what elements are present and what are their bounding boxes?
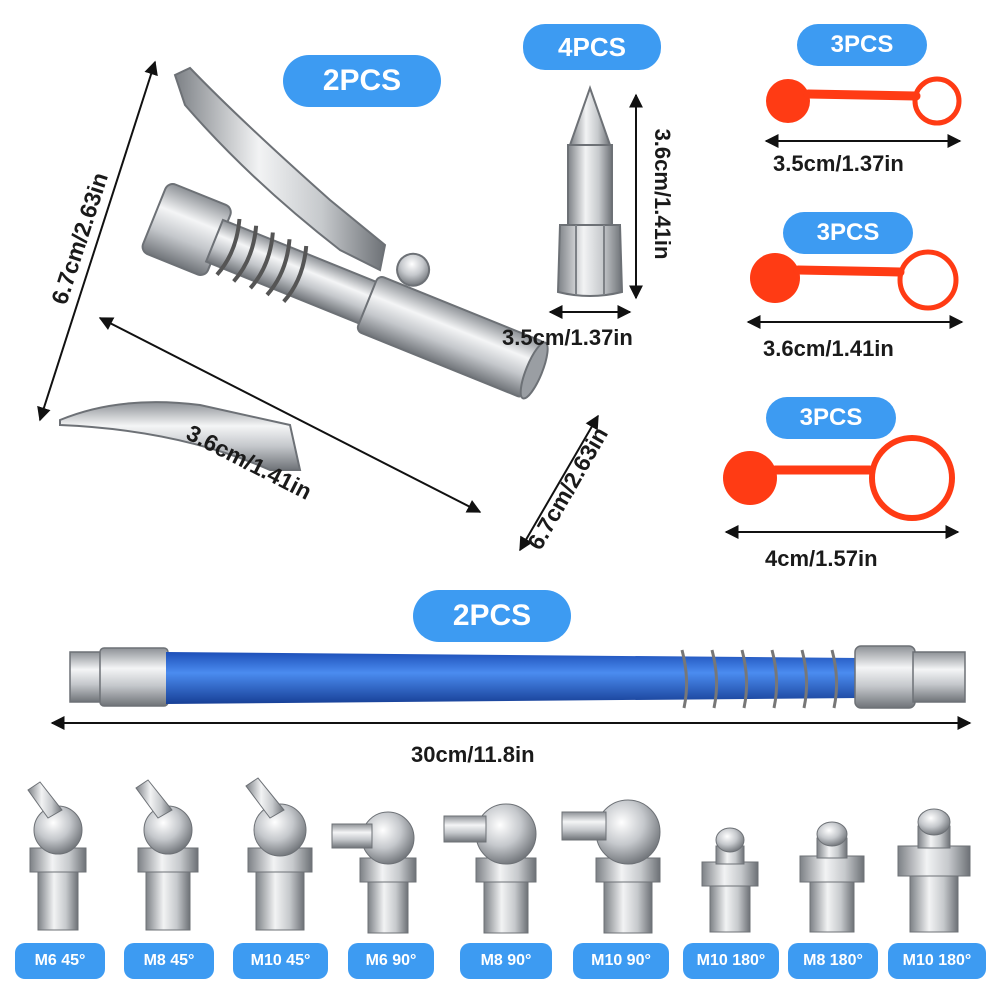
coupler-barrel-arrow <box>519 414 599 552</box>
needle-tip-image <box>556 84 624 297</box>
fitting-m6-90-image <box>331 811 417 934</box>
fitting-tag: M10 45° <box>233 943 328 979</box>
tip-quantity-badge: 4PCS <box>523 24 661 70</box>
cap-medium-label: 3.6cm/1.41in <box>763 336 894 361</box>
fitting-m6-45-image <box>27 781 87 931</box>
fitting-tag: M8 45° <box>124 943 214 979</box>
fitting-tag: M8 180° <box>788 943 878 979</box>
cap-small-image <box>766 76 962 126</box>
fitting-tag: M10 90° <box>573 943 669 979</box>
fitting-tag: M6 90° <box>348 943 434 979</box>
tip-height-label: 3.6cm/1.41in <box>650 128 675 260</box>
coupler-image <box>59 66 549 471</box>
fitting-m10-90-image <box>561 799 661 934</box>
cap-large-quantity-badge: 3PCS <box>766 397 896 439</box>
coupler-height-arrow <box>37 60 158 422</box>
tip-width-label: 3.5cm/1.37in <box>502 325 633 350</box>
cap-small-quantity-badge: 3PCS <box>797 24 927 66</box>
cap-medium-quantity-badge: 3PCS <box>783 212 913 254</box>
fitting-tag: M10 180° <box>888 943 986 979</box>
cap-small-label: 3.5cm/1.37in <box>773 151 904 176</box>
coupler-length-arrow <box>98 317 482 513</box>
coupler-quantity-badge: 2PCS <box>283 55 441 107</box>
fitting-m8-180-image <box>799 821 865 933</box>
cap-large-label: 4cm/1.57in <box>765 546 878 571</box>
fitting-m10-180-image-1 <box>701 827 759 933</box>
fitting-tag: M10 180° <box>683 943 779 979</box>
fitting-tag: M6 45° <box>15 943 105 979</box>
fitting-m10-180-image-2 <box>897 808 971 933</box>
fitting-m10-45-image <box>245 777 313 931</box>
fitting-tag: M8 90° <box>460 943 552 979</box>
fitting-m8-90-image <box>443 803 537 934</box>
hose-quantity-badge: 2PCS <box>413 590 571 642</box>
cap-medium-image <box>750 249 959 311</box>
fitting-m8-45-image <box>135 779 199 931</box>
hose-image <box>69 645 966 709</box>
hose-length-label: 30cm/11.8in <box>411 742 535 767</box>
cap-large-image <box>723 435 955 521</box>
